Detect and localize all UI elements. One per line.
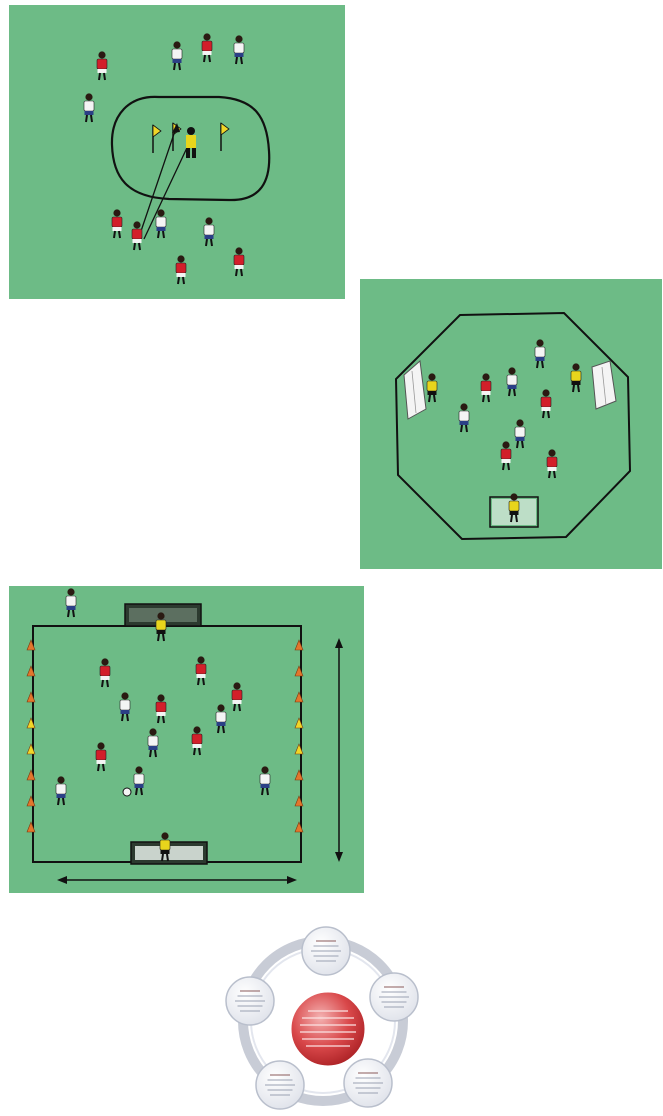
width-arrow bbox=[57, 876, 297, 884]
player-white-5 bbox=[507, 367, 517, 396]
player-red-6 bbox=[112, 209, 122, 238]
drill-oval-svg bbox=[9, 5, 345, 299]
ball bbox=[123, 788, 131, 796]
player-red-4 bbox=[481, 373, 491, 402]
wheel-node-2 bbox=[370, 973, 418, 1021]
player-white-4 bbox=[234, 35, 244, 64]
player-yellow-2 bbox=[571, 363, 581, 392]
player-red-3 bbox=[202, 33, 212, 62]
player-white-12 bbox=[134, 766, 144, 795]
player-white-2 bbox=[172, 41, 182, 70]
wheel-node-4 bbox=[256, 1061, 304, 1109]
player-white-13 bbox=[56, 776, 66, 805]
drill-diagram-octagon bbox=[360, 279, 662, 569]
wheel-node-5 bbox=[226, 977, 274, 1025]
player-red-4 bbox=[196, 656, 206, 685]
oval-zone bbox=[112, 97, 269, 200]
wheel-svg bbox=[218, 925, 428, 1116]
player-red-8 bbox=[132, 221, 142, 250]
player-white-7 bbox=[459, 403, 469, 432]
player-white-9 bbox=[148, 728, 158, 757]
drill-diagram-oval bbox=[9, 5, 345, 299]
flag-left bbox=[153, 125, 161, 153]
drill-pitch-svg bbox=[9, 586, 364, 893]
player-red-7 bbox=[156, 694, 166, 723]
side-goal-left bbox=[404, 361, 426, 419]
player-red-1 bbox=[97, 51, 107, 80]
player-white-3 bbox=[535, 339, 545, 368]
player-yellow-2 bbox=[156, 612, 166, 641]
player-white-7 bbox=[156, 209, 166, 238]
length-arrow bbox=[335, 638, 343, 862]
player-white-6 bbox=[120, 692, 130, 721]
player-red-9 bbox=[501, 441, 511, 470]
wheel-node-1 bbox=[302, 927, 350, 975]
wheel-node-3 bbox=[344, 1059, 392, 1107]
player-white-14 bbox=[260, 766, 270, 795]
player-white-9 bbox=[204, 217, 214, 246]
side-goal-right bbox=[592, 361, 616, 409]
player-white-1 bbox=[66, 588, 76, 617]
player-red-10 bbox=[547, 449, 557, 478]
player-white-8 bbox=[515, 419, 525, 448]
player-yellow-1 bbox=[427, 373, 437, 402]
wheel-center-node bbox=[290, 991, 366, 1067]
cycle-wheel-diagram bbox=[218, 925, 428, 1116]
player-red-6 bbox=[541, 389, 551, 418]
drill-octagon-svg bbox=[360, 279, 662, 569]
drill-diagram-pitch bbox=[9, 586, 364, 893]
player-red-10 bbox=[192, 726, 202, 755]
player-red-5 bbox=[232, 682, 242, 711]
player-red-11 bbox=[96, 742, 106, 771]
player-red-11 bbox=[234, 247, 244, 276]
player-white-5 bbox=[84, 93, 94, 122]
player-red-3 bbox=[100, 658, 110, 687]
player-white-8 bbox=[216, 704, 226, 733]
goalkeeper-center bbox=[186, 127, 196, 158]
pitch-boundary bbox=[33, 626, 301, 862]
player-red-10 bbox=[176, 255, 186, 284]
flag-right bbox=[221, 123, 229, 151]
